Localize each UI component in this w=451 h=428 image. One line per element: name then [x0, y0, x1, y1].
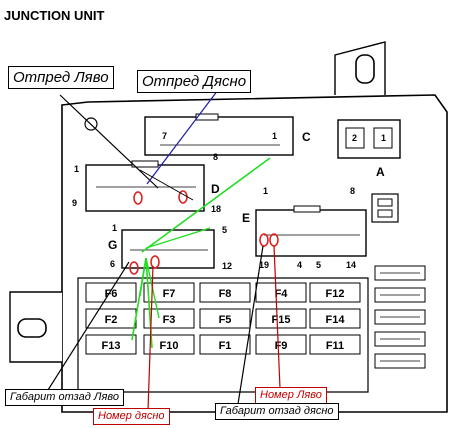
fuse-label-f7: F7 — [163, 288, 176, 300]
label-rear-light-right: Габарит отзад дясно — [215, 403, 339, 420]
fuse-label-f14: F14 — [326, 314, 346, 326]
fuse-slot-f11 — [309, 334, 361, 355]
connector-a-pin-2: 2 — [352, 133, 357, 143]
fuse-label-f9: F9 — [275, 340, 288, 352]
connector-d-pin-18: 18 — [211, 204, 221, 214]
fuse-label-f15: F15 — [272, 314, 291, 326]
wire-green-g — [145, 227, 211, 249]
connector-d-pin-8: 8 — [213, 152, 218, 162]
connector-g-body — [121, 229, 215, 269]
connector-d-pin-9: 9 — [72, 198, 77, 208]
marker-e-left — [259, 233, 269, 247]
wire-rear-left — [47, 261, 130, 391]
fuse-slot-f10 — [143, 334, 195, 355]
connector-d-letter: D — [211, 182, 220, 196]
wire-green-diagonal — [141, 157, 271, 253]
relay-socket — [371, 193, 399, 223]
marker-g-left — [129, 261, 139, 275]
connector-e-pin-19: 19 — [259, 260, 269, 270]
connector-d-body — [85, 164, 205, 212]
label-plate-right: Номер дясно — [93, 408, 170, 425]
fuse-label-f11: F11 — [326, 340, 344, 352]
connector-e-body — [255, 209, 367, 257]
fuse-slot-f8 — [199, 282, 251, 303]
connector-c-pin-7: 7 — [162, 131, 167, 141]
fuse-label-f8: F8 — [219, 288, 232, 300]
fuse-label-f6: F6 — [105, 288, 118, 300]
fuse-slot-f13 — [85, 334, 137, 355]
connector-c-pin-1: 1 — [272, 131, 277, 141]
wire-arrow-d — [139, 169, 194, 201]
fuse-label-f12: F12 — [326, 288, 345, 300]
connector-e-letter: E — [242, 211, 250, 225]
fuse-label-f1: F1 — [219, 340, 232, 352]
wires — [47, 89, 281, 411]
fuse-slot-f15 — [255, 308, 307, 329]
wire-front-right — [146, 89, 219, 185]
label-front-left: Отпред Ляво — [8, 66, 114, 89]
connector-g-pin-12: 12 — [222, 261, 232, 271]
relay-contact-bottom — [377, 209, 393, 218]
mounting-slot-top — [355, 54, 375, 84]
fuse-slot-f7 — [143, 282, 195, 303]
wire-green-f7 — [139, 257, 147, 297]
fuse-slot-f14 — [309, 308, 361, 329]
connector-c-body — [144, 116, 294, 156]
marker-d-left — [133, 191, 143, 205]
connector-g-pin-1: 1 — [112, 223, 117, 233]
connector-a-socket-1 — [373, 127, 393, 149]
wire-plate-left — [273, 245, 281, 389]
diagram-title: JUNCTION UNIT — [4, 8, 104, 23]
label-front-right: Отпред Дясно — [137, 70, 252, 93]
fuse-label-f3: F3 — [163, 314, 176, 326]
fuse-label-f2: F2 — [105, 314, 118, 326]
fuse-slot-f9 — [255, 334, 307, 355]
fuse-slot-f12 — [309, 282, 361, 303]
connector-c-letter: C — [302, 130, 311, 144]
fuse-label-f13: F13 — [102, 340, 121, 352]
connector-a-letter: A — [376, 165, 385, 179]
label-rear-light-left: Габарит отзад Ляво — [5, 389, 124, 406]
connector-e-pin-8: 8 — [350, 186, 355, 196]
connector-a-socket-2 — [345, 127, 365, 149]
fuse-slot-f6 — [85, 282, 137, 303]
connector-e-pin-14: 14 — [346, 260, 356, 270]
spare-fuse-slots — [374, 265, 426, 369]
wire-rear-right — [237, 245, 264, 405]
connector-d-latch — [131, 160, 159, 168]
connector-g-pin-5: 5 — [222, 225, 227, 235]
wire-plate-right — [147, 265, 154, 411]
wire-front-left — [59, 94, 159, 189]
fuse-slot-f3 — [143, 308, 195, 329]
connector-e-pin-5: 5 — [316, 260, 321, 270]
connector-g-letter: G — [108, 238, 117, 252]
connector-d-pin-1: 1 — [74, 164, 79, 174]
connector-e-latch — [293, 205, 321, 213]
connector-c-latch — [195, 113, 219, 121]
connector-a-pin-1: 1 — [381, 133, 386, 143]
fuse-slot-f1 — [199, 334, 251, 355]
fuse-label-f4: F4 — [275, 288, 289, 300]
connector-e-pin-1: 1 — [263, 186, 268, 196]
fuse-label-f5: F5 — [219, 314, 232, 326]
fuse-label-f10: F10 — [160, 340, 179, 352]
connector-e-pin-4: 4 — [297, 260, 302, 270]
connector-g-pin-6: 6 — [110, 259, 115, 269]
label-plate-left: Номер Ляво — [255, 387, 327, 404]
fuse-slot-f5 — [199, 308, 251, 329]
mounting-slot-left — [17, 318, 47, 338]
relay-contact-top — [377, 198, 393, 207]
marker-g-right — [150, 255, 160, 269]
